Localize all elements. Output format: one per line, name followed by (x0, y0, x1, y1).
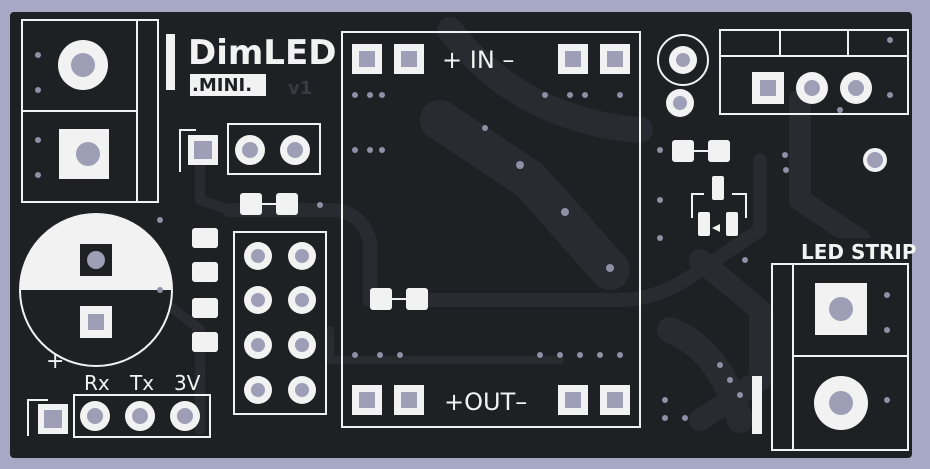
dcdc-module-outline (341, 31, 641, 428)
power-terminal-block (21, 19, 159, 203)
smd-column-left (192, 228, 218, 352)
tx-label: Tx (129, 371, 154, 395)
mosfet-sot23 (691, 176, 747, 236)
board-title: DimLED (188, 33, 336, 73)
vias (35, 37, 893, 421)
smd-resistor-right (672, 140, 730, 162)
through-holes (657, 34, 887, 172)
3v-label: 3V (174, 371, 201, 395)
copper-traces (145, 17, 871, 435)
electrolytic-capacitor (19, 213, 173, 367)
led-strip-label-box (798, 238, 910, 264)
capacitor-plus-label: + (46, 349, 64, 374)
in-label: + IN – (442, 46, 514, 74)
header-2x4 (233, 231, 327, 415)
header-3pin-right (719, 29, 909, 115)
smd-resistor-middle (370, 288, 428, 310)
led-strip-label: LED STRIP (801, 240, 917, 264)
board-subtitle: .MINI. (192, 75, 252, 96)
led-strip-terminal (752, 263, 909, 451)
input-pads (352, 44, 630, 74)
rx-label: Rx (84, 371, 110, 395)
uart-header (27, 394, 211, 438)
output-pads (352, 385, 630, 415)
smd-resistor-top (240, 193, 298, 215)
out-label: +OUT– (444, 388, 527, 416)
board-version: v1 (288, 78, 312, 99)
header-3pin (179, 123, 321, 175)
title-bar-mark (166, 34, 175, 90)
subtitle-box (190, 74, 266, 96)
